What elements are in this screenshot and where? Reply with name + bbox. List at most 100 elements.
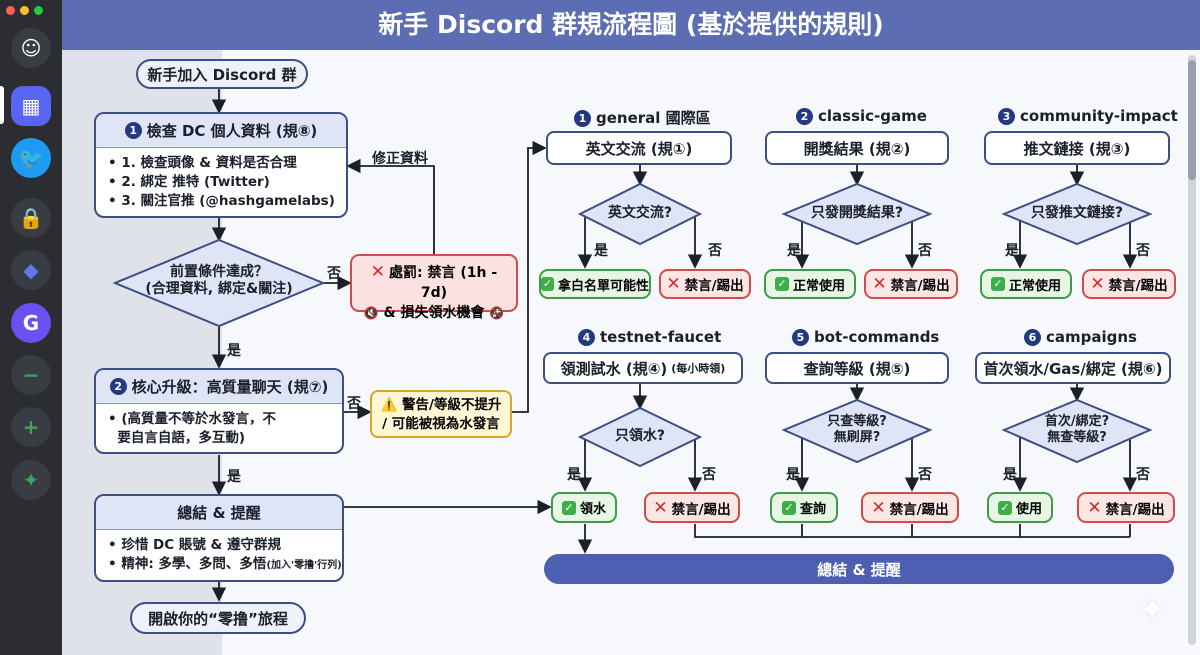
testnet-faucet-box: 領測試水 (規④) (每小時領) bbox=[543, 352, 743, 384]
testnet-faucet-ok-result: ✓領水 bbox=[551, 492, 617, 523]
community-impact-box: 推文鏈接 (規③) bbox=[984, 131, 1170, 165]
warning-box: ⚠️ 警告/等級不提升 / 可能被視為水發言 bbox=[370, 390, 512, 438]
step2-box: 2 核心升級：高質量聊天 (規⑦) • (高質量不等於水發言，不 要自言自語，多… bbox=[94, 368, 344, 454]
decision1-line1: 前置條件達成？ bbox=[170, 264, 268, 280]
testnet-faucet-question: 只領水? bbox=[614, 428, 666, 444]
penalty-line1: ✕處罰: 禁言 (1h - 7d) bbox=[370, 262, 498, 301]
end-label: 開啟你的“零撸”旅程 bbox=[148, 609, 288, 628]
general-ok-result: ✓拿白名單可能性 bbox=[539, 269, 651, 299]
decision1-line2: (合理資料, 綁定&關注) bbox=[145, 281, 293, 297]
decision-campaigns bbox=[1001, 398, 1153, 464]
server-sidebar: ☺ ▦ 🐦 🔒 ◆ G − + ✦ bbox=[0, 0, 62, 655]
maximize-dot[interactable] bbox=[34, 6, 43, 15]
cross-icon: ✕ bbox=[370, 262, 386, 282]
yes-label: 是 bbox=[594, 243, 608, 259]
cross-icon: ✕ bbox=[653, 497, 668, 518]
minimize-dot[interactable] bbox=[20, 6, 29, 15]
step1-item: • 2. 綁定 推特 (Twitter) bbox=[108, 174, 270, 190]
step2-list: • (高質量不等於水發言，不 要自言自語，多互動) bbox=[96, 404, 342, 448]
sparkle-icon: ✦ bbox=[1138, 590, 1167, 630]
bot-commands-box: 查詢等級 (規⑤) bbox=[765, 352, 949, 384]
step1-number: 1 bbox=[124, 122, 142, 139]
yes-label: 是 bbox=[227, 469, 241, 485]
no-label: 否 bbox=[327, 266, 341, 282]
yes-label: 是 bbox=[1005, 243, 1019, 259]
explore-icon[interactable]: ✦ bbox=[11, 460, 51, 500]
twitter-icon[interactable]: 🐦 bbox=[11, 138, 51, 178]
campaigns-bad-result: ✕禁言/踢出 bbox=[1077, 492, 1175, 523]
start-label: 新手加入 Discord 群 bbox=[147, 65, 297, 84]
hash-icon[interactable]: ◆ bbox=[11, 250, 51, 290]
step2-title: 核心升級：高質量聊天 (規⑦) bbox=[131, 378, 329, 396]
campaigns-ok-result: ✓使用 bbox=[987, 492, 1053, 523]
minus-icon[interactable]: − bbox=[11, 355, 51, 395]
summary-box: 總結 & 提醒 • 珍惜 DC 賬號 & 遵守群規 • 精神: 多學、多問、多悟… bbox=[94, 494, 344, 582]
testnet-faucet-box-label: 領測試水 (規④) bbox=[560, 359, 668, 378]
yes-label: 是 bbox=[786, 467, 800, 483]
bot-commands-bad-result: ✕禁言/踢出 bbox=[861, 492, 959, 523]
warning-line1: ⚠️ 警告/等級不提升 bbox=[380, 397, 502, 413]
yes-label: 是 bbox=[1003, 467, 1017, 483]
summary-item: • 珍惜 DC 賬號 & 遵守群規 bbox=[108, 537, 282, 553]
add-icon[interactable]: + bbox=[11, 407, 51, 447]
no-label: 否 bbox=[347, 396, 361, 412]
decision-classic-game bbox=[781, 182, 933, 246]
scrollbar-track[interactable] bbox=[1188, 55, 1196, 645]
decision-prerequisite bbox=[112, 238, 326, 328]
decision-community bbox=[1001, 182, 1153, 246]
classic-game-bad-result: ✕禁言/踢出 bbox=[864, 269, 958, 299]
cross-icon: ✕ bbox=[666, 274, 681, 294]
campaigns-question: 首次/綁定? 無查等級? bbox=[1044, 414, 1110, 445]
classic-game-question: 只發開獎結果? bbox=[810, 205, 904, 221]
workspace-icon[interactable]: ▦ bbox=[11, 86, 51, 126]
decision-bot bbox=[781, 398, 933, 464]
no-label: 否 bbox=[918, 467, 932, 483]
fix-data-label: 修正資料 bbox=[372, 151, 428, 167]
g-icon[interactable]: G bbox=[11, 303, 51, 343]
classic-game-ok-result: ✓正常使用 bbox=[764, 269, 856, 299]
no-label: 否 bbox=[1136, 467, 1150, 483]
close-dot[interactable] bbox=[6, 6, 15, 15]
bot-commands-question: 只查等級? 無刷屏? bbox=[827, 414, 887, 445]
step1-header: 1 檢查 DC 個人資料 (規⑧) bbox=[96, 114, 346, 148]
cross-icon: ✕ bbox=[1087, 497, 1102, 518]
scrollbar-thumb[interactable] bbox=[1188, 60, 1196, 180]
warning-line2: / 可能被視為水發言 bbox=[382, 416, 500, 432]
summary-header: 總結 & 提醒 bbox=[96, 496, 342, 530]
no-label: 否 bbox=[918, 243, 932, 259]
decision-general bbox=[577, 182, 703, 246]
check-icon: ✓ bbox=[561, 500, 576, 515]
lock-icon[interactable]: 🔒 bbox=[11, 198, 51, 238]
community-impact-ok-result: ✓正常使用 bbox=[980, 269, 1072, 299]
step1-item: • 1. 檢查頭像 & 資料是否合理 bbox=[108, 155, 297, 171]
step2-number: 2 bbox=[109, 378, 127, 395]
penalty-box: ✕處罰: 禁言 (1h - 7d) 🔇 & 損失領水機會 🚱 bbox=[350, 254, 518, 321]
community-impact-question: 只發推文鏈接? bbox=[1030, 205, 1124, 221]
general-bad-result: ✕禁言/踢出 bbox=[659, 269, 751, 299]
summary-item: • 精神: 多學、多問、多悟(加入'零撸'行列) bbox=[108, 556, 342, 572]
step1-list: • 1. 檢查頭像 & 資料是否合理 • 2. 綁定 推特 (Twitter) … bbox=[96, 148, 346, 211]
general-question: 英文交流? bbox=[607, 205, 673, 221]
campaigns-box: 首次領水/Gas/綁定 (規⑥) bbox=[975, 352, 1171, 384]
summary-list: • 珍惜 DC 賬號 & 遵守群規 • 精神: 多學、多問、多悟(加入'零撸'行… bbox=[96, 530, 342, 575]
general-box: 英文交流 (規①) bbox=[546, 131, 732, 165]
no-label: 否 bbox=[702, 467, 716, 483]
no-label: 否 bbox=[708, 243, 722, 259]
check-icon: ✓ bbox=[997, 500, 1012, 515]
discord-icon[interactable]: ☺ bbox=[11, 28, 51, 68]
summary-note: (加入'零撸'行列) bbox=[266, 560, 342, 571]
yes-label: 是 bbox=[787, 243, 801, 259]
penalty-line2: 🔇 & 損失領水機會 🚱 bbox=[363, 305, 505, 321]
step1-title: 檢查 DC 個人資料 (規⑧) bbox=[146, 122, 318, 140]
step2-item: 要自言自語，多互動) bbox=[108, 430, 246, 446]
no-label: 否 bbox=[1136, 243, 1150, 259]
community-impact-bad-result: ✕禁言/踢出 bbox=[1082, 269, 1176, 299]
step1-item: • 3. 關注官推 (@hashgamelabs) bbox=[108, 193, 335, 209]
check-icon: ✓ bbox=[541, 277, 554, 291]
step2-item: • (高質量不等於水發言，不 bbox=[108, 411, 276, 427]
end-node: 開啟你的“零撸”旅程 bbox=[130, 602, 306, 634]
decision-faucet bbox=[577, 406, 703, 468]
